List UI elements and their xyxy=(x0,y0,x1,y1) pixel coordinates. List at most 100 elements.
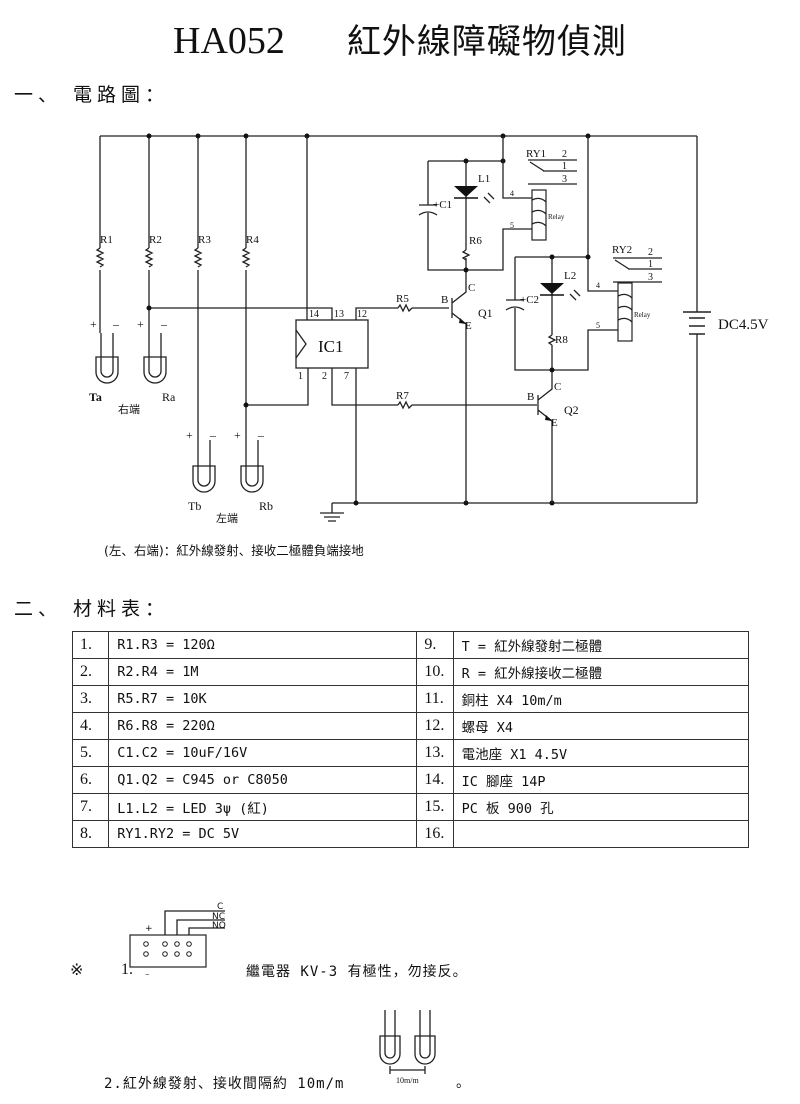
item-desc: R1.R3 = 120Ω xyxy=(108,631,418,659)
ry2-pin-3: 3 xyxy=(648,272,653,283)
ry2-relay-label: Relay xyxy=(634,311,651,319)
pin-no-label: NO xyxy=(212,921,226,931)
materials-table: 1. R1.R3 = 120Ω 9. T = 紅外線發射二極體 2. R2.R4… xyxy=(71,631,750,848)
item-desc: 螺母 X4 xyxy=(452,712,750,740)
item-desc: IC 腳座 14P xyxy=(452,766,750,794)
transistor-q1 xyxy=(451,270,467,503)
resistor-r6 xyxy=(461,249,471,261)
capacitor-c1 xyxy=(418,204,438,216)
resistor-r8 xyxy=(547,334,557,346)
r6-label: R6 xyxy=(469,235,482,247)
label-r7: R7 xyxy=(396,390,409,402)
item-no: 5. xyxy=(71,739,110,767)
right-side-label: 右端 xyxy=(118,402,140,416)
capacitor-c2 xyxy=(505,299,525,311)
label-r4: R4 xyxy=(246,234,259,246)
ic-pin-7: 7 xyxy=(344,371,349,382)
label-r2: R2 xyxy=(149,234,162,246)
note2-text: 2.紅外線發射、接收間隔約 10m/m xyxy=(104,1076,345,1092)
note-mark: ※ xyxy=(70,960,84,979)
title-text: 紅外線障礙物偵測 xyxy=(346,22,627,62)
q1-label: Q1 xyxy=(478,306,493,320)
pin-plus-label: + xyxy=(145,924,153,934)
ta-minus: – xyxy=(112,317,120,331)
ir-led-right xyxy=(414,1035,436,1065)
ry1-pin-5: 5 xyxy=(510,221,514,230)
note1-text: 繼電器 KV-3 有極性，勿接反。 xyxy=(246,964,468,980)
ta-plus: + xyxy=(90,317,97,331)
resistor-r5 xyxy=(397,303,413,313)
ir-pair-b xyxy=(192,440,264,493)
dimension-line xyxy=(389,1066,426,1074)
item-no: 16. xyxy=(416,820,454,848)
item-desc: L1.L2 = LED 3ψ (紅) xyxy=(108,793,418,821)
table-row: 5. C1.C2 = 10uF/16V 13. 電池座 X1 4.5V xyxy=(71,739,750,767)
rb-minus: – xyxy=(257,428,265,442)
ir-pair-a xyxy=(95,333,167,384)
label-r5: R5 xyxy=(396,293,409,305)
item-no: 12. xyxy=(416,712,454,740)
r1-r4-columns xyxy=(95,136,251,440)
q1-e: E xyxy=(465,320,472,332)
q1-c: C xyxy=(468,282,475,294)
ry1-pin-4: 4 xyxy=(510,189,514,198)
section-materials-heading: 二、 材料表： xyxy=(14,598,170,620)
ic-pin-13: 13 xyxy=(334,309,344,320)
item-no: 13. xyxy=(416,739,454,767)
resistor-zigzags xyxy=(95,247,251,268)
ry2-pin-1: 1 xyxy=(648,259,653,270)
table-row: 7. L1.L2 = LED 3ψ (紅) 15. PC 板 900 孔 xyxy=(71,793,750,821)
table-row: 4. R6.R8 = 220Ω 12. 螺母 X4 xyxy=(71,712,750,740)
item-desc: 電池座 X1 4.5V xyxy=(452,739,750,767)
item-desc: RY1.RY2 = DC 5V xyxy=(108,820,418,848)
led-l1-icon xyxy=(454,186,478,197)
label-r3: R3 xyxy=(198,234,211,246)
item-no: 3. xyxy=(71,685,110,713)
relay-ry1-coil xyxy=(531,189,547,241)
item-desc: R5.R7 = 10K xyxy=(108,685,418,713)
section-circuit-heading: 一、 電路圖： xyxy=(14,84,170,106)
item-no: 14. xyxy=(416,766,454,794)
ry2-pin-4: 4 xyxy=(596,281,600,290)
item-no: 2. xyxy=(71,658,110,686)
item-desc: R = 紅外線接收二極體 xyxy=(452,658,750,686)
q1-b: B xyxy=(441,294,448,306)
ir-spacing-diagram: 10m/m xyxy=(379,1010,436,1085)
relay-ry2-coil xyxy=(617,282,633,342)
note2-end: 。 xyxy=(456,1075,470,1091)
relay-body xyxy=(129,934,207,968)
q2-label: Q2 xyxy=(564,403,579,417)
circuit-schematic: DC4.5V R1 R2 R3 R4 R5 IC1 14 13 12 1 2 7… xyxy=(89,133,769,525)
left-side-label: 左端 xyxy=(216,512,238,525)
item-desc: PC 板 900 孔 xyxy=(452,793,750,821)
relay-pin-holes xyxy=(143,941,192,957)
ra-minus: – xyxy=(160,317,168,331)
ry1-pin-1: 1 xyxy=(562,161,567,172)
note1-number: 1. xyxy=(121,961,133,978)
item-desc xyxy=(452,820,750,848)
table-row: 8. RY1.RY2 = DC 5V 16. xyxy=(71,820,750,848)
battery-symbol xyxy=(683,311,711,335)
item-no: 1. xyxy=(71,631,110,659)
label-r1: R1 xyxy=(100,234,113,246)
table-row: 6. Q1.Q2 = C945 or C8050 14. IC 腳座 14P xyxy=(71,766,750,794)
item-no: 8. xyxy=(71,820,110,848)
rb-plus: + xyxy=(234,428,241,442)
grounding-note: (左、右端)：紅外線發射、接收二極體負端接地 xyxy=(104,543,364,558)
pin-minus-label: – xyxy=(145,970,150,975)
item-no: 11. xyxy=(416,685,454,713)
item-desc: C1.C2 = 10uF/16V xyxy=(108,739,418,767)
item-no: 4. xyxy=(71,712,110,740)
ic-pin-12: 12 xyxy=(357,309,367,320)
ic1-label: IC1 xyxy=(318,337,344,356)
c1-label: +C1 xyxy=(433,199,452,211)
item-no: 7. xyxy=(71,793,110,821)
ic-pin-1: 1 xyxy=(298,371,303,382)
battery-label: DC4.5V xyxy=(718,317,769,333)
tb-plus: + xyxy=(186,428,193,442)
ry2-pin-5: 5 xyxy=(596,321,600,330)
ic-pin-2: 2 xyxy=(322,371,327,382)
item-desc: Q1.Q2 = C945 or C8050 xyxy=(108,766,418,794)
ry1-pin-3: 3 xyxy=(562,174,567,185)
ry1-pin-2: 2 xyxy=(562,149,567,160)
